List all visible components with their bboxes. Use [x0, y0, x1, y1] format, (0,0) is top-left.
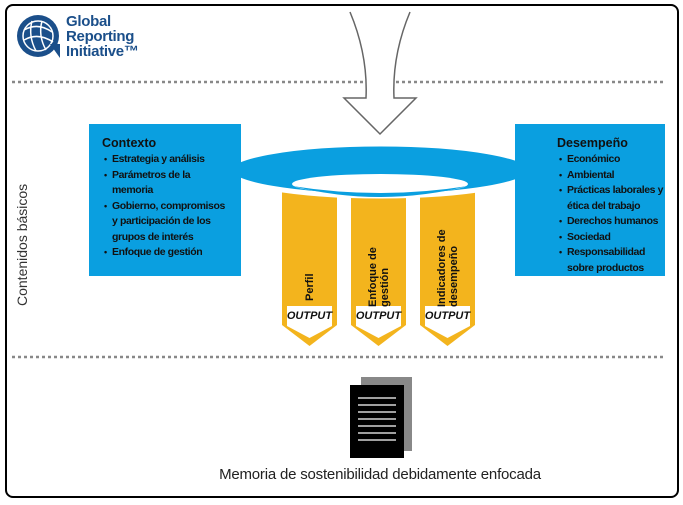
list-item: Prácticas laborales y ética del trabajo	[559, 183, 667, 214]
list-item: Responsabilidad sobre productos	[559, 245, 667, 276]
column-label: Indicadores de desempeño	[435, 229, 460, 307]
column-2	[351, 185, 406, 346]
column-label: Perfil	[303, 273, 316, 301]
list-item: Sociedad	[559, 230, 667, 246]
column-1	[282, 185, 337, 346]
desempeno-title: Desempeño	[557, 136, 628, 150]
list-item: Derechos humanos	[559, 214, 667, 230]
gri-logo-text: Global Reporting Initiative™	[66, 14, 139, 59]
list-item: Estrategia y análisis	[104, 152, 227, 168]
side-label: Contenidos básicos	[14, 183, 30, 306]
list-item: Enfoque de gestión	[104, 245, 227, 261]
logo-line: Reporting	[66, 28, 135, 45]
gri-globe-logo	[17, 15, 60, 58]
logo-line: Initiative™	[66, 43, 139, 60]
contexto-box: Contexto Estrategia y análisis Parámetro…	[89, 124, 241, 276]
contexto-title: Contexto	[102, 136, 157, 150]
list-item: Ambiental	[559, 168, 667, 184]
caption: Memoria de sostenibilidad debidamente en…	[219, 466, 541, 483]
funnel-opening	[292, 174, 468, 194]
column-3	[420, 185, 475, 346]
output-badge	[425, 306, 470, 338]
output-label: OUTPUT	[424, 310, 471, 322]
output-label: OUTPUT	[355, 310, 402, 322]
column-label: Enfoque de gestión	[366, 247, 391, 307]
list-item: Gobierno, compromisos y participación de…	[104, 199, 227, 246]
output-label: OUTPUT	[286, 310, 333, 322]
diagram-frame	[5, 4, 679, 498]
output-badge	[356, 306, 401, 338]
logo-line: Global	[66, 13, 111, 30]
list-item: Parámetros de la memoria	[104, 168, 192, 199]
output-badge	[287, 306, 332, 338]
list-item: Económico	[559, 152, 667, 168]
desempeno-box: Desempeño Económico Ambiental Prácticas …	[515, 124, 665, 276]
document-icon	[350, 385, 404, 458]
arrow-down-icon	[342, 11, 418, 136]
